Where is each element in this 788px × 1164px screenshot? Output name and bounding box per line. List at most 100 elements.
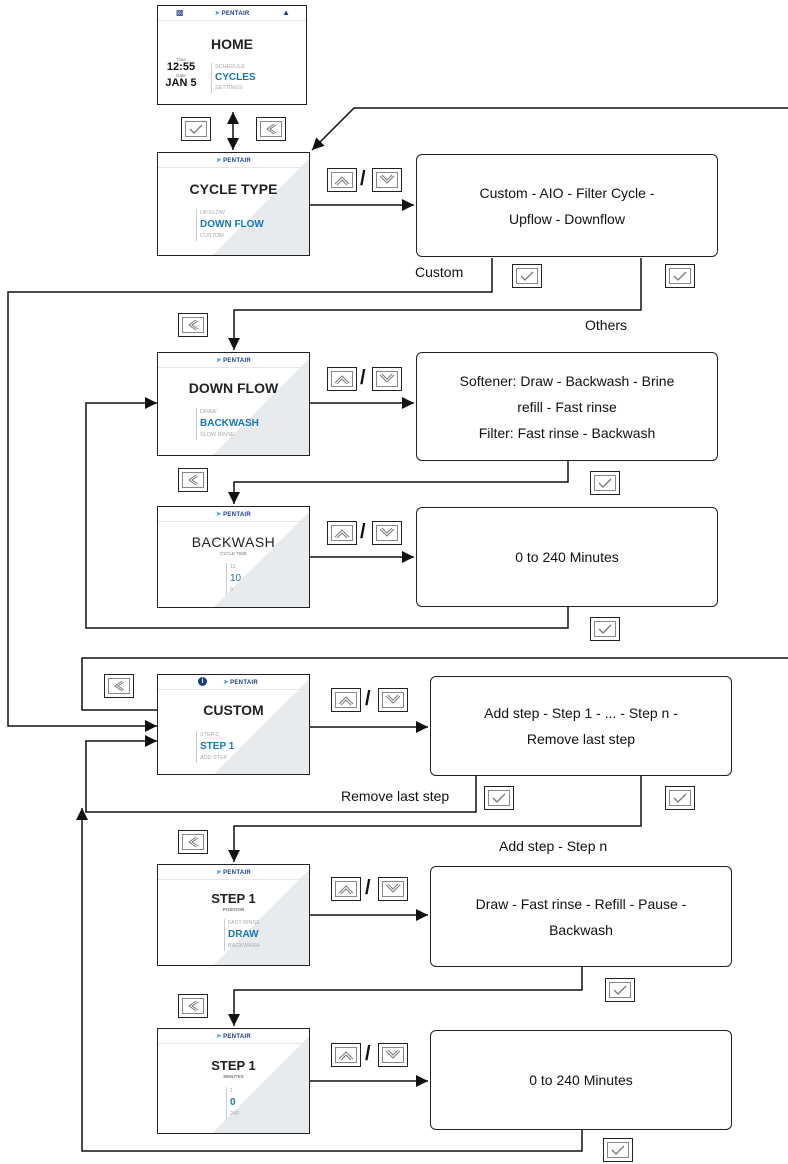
menu-item-settings[interactable]: SETTINGS	[215, 85, 243, 91]
screen-title: STEP 1	[211, 1058, 256, 1073]
brand-logo: ➤PENTAIR	[215, 157, 252, 164]
cycle-type-menu: UP FLOW DOWN FLOW CUSTOM	[196, 209, 264, 241]
up-button[interactable]	[327, 168, 357, 192]
minutes-picker: 1 0 240	[226, 1087, 239, 1119]
screen-title: HOME	[211, 36, 253, 52]
picker-value-selected[interactable]: 0	[230, 1097, 236, 1108]
up-chevron-icon	[334, 529, 350, 539]
confirm-button[interactable]	[603, 1138, 633, 1162]
up-button[interactable]	[327, 367, 357, 391]
back-button[interactable]	[178, 468, 208, 492]
up-chevron-icon	[338, 885, 354, 895]
status-bar: ➤PENTAIR	[158, 153, 309, 168]
date-label: Date	[176, 73, 186, 78]
picker-value-below[interactable]: 9	[230, 587, 234, 593]
down-button[interactable]	[378, 1043, 408, 1067]
up-button[interactable]	[331, 877, 361, 901]
info-icon: i	[198, 677, 207, 686]
check-icon	[189, 124, 203, 134]
confirm-button[interactable]	[484, 786, 514, 810]
time-value: 12:55	[166, 61, 196, 73]
menu-item-custom[interactable]: CUSTOM	[200, 233, 224, 239]
menu-item-schedule[interactable]: SCHEDULE	[215, 64, 245, 70]
status-bar: ➤PENTAIR	[158, 353, 309, 368]
menu-item-draw[interactable]: DRAW	[200, 409, 217, 415]
menu-item-backwash[interactable]: BACKWASH	[228, 943, 260, 949]
picker-value-below[interactable]: 240	[230, 1111, 240, 1117]
position-menu: FAST RINSE DRAW BACKWASH	[224, 919, 260, 951]
down-button[interactable]	[378, 688, 408, 712]
status-bar: ➤PENTAIR	[158, 1029, 309, 1044]
backwash-range-box: 0 to 240 Minutes	[416, 507, 718, 607]
down-button[interactable]	[372, 521, 402, 545]
back-button[interactable]	[178, 994, 208, 1018]
menu-item-step-2[interactable]: STEP 2	[200, 732, 219, 738]
menu-item-draw[interactable]: DRAW	[228, 929, 259, 940]
picker-value-above[interactable]: 11	[230, 564, 236, 570]
down-button[interactable]	[372, 168, 402, 192]
back-chevron-icon	[188, 319, 199, 331]
logo-icon: ➤	[215, 357, 223, 364]
menu-item-slow-rinse[interactable]: SLOW RINSE	[200, 432, 235, 438]
check-icon	[520, 271, 534, 281]
back-chevron-icon	[114, 680, 125, 692]
down-chevron-icon	[385, 1049, 401, 1059]
status-bar: i ➤PENTAIR	[158, 675, 309, 690]
menu-item-down-flow[interactable]: DOWN FLOW	[200, 219, 264, 230]
cycle-time-picker: 11 10 9	[226, 563, 241, 595]
branch-label-remove-last-step: Remove last step	[341, 788, 450, 804]
logo-icon: ➤	[222, 679, 230, 686]
back-chevron-icon	[188, 1000, 199, 1012]
up-button[interactable]	[331, 688, 361, 712]
brand-logo: ➤PENTAIR	[214, 10, 250, 17]
check-icon	[673, 793, 687, 803]
down-button[interactable]	[372, 367, 402, 391]
check-icon	[673, 271, 687, 281]
menu-item-up-flow[interactable]: UP FLOW	[200, 210, 225, 216]
branch-label-others: Others	[585, 317, 628, 333]
back-chevron-icon	[188, 836, 199, 848]
check-icon	[492, 793, 506, 803]
picker-value-selected[interactable]: 10	[230, 573, 242, 584]
brand-logo: ➤PENTAIR	[215, 511, 252, 518]
home-screen: ▩ ➤PENTAIR ▲ HOME Time 12:55 Date JAN 5 …	[157, 5, 307, 105]
down-chevron-icon	[385, 883, 401, 893]
step1-minutes-screen: ➤PENTAIR STEP 1 MINUTES 1 0 240	[157, 1028, 310, 1134]
logo-icon: ➤	[215, 157, 223, 164]
confirm-button[interactable]	[590, 617, 620, 641]
menu-item-backwash[interactable]: BACKWASH	[200, 418, 259, 429]
confirm-button[interactable]	[605, 978, 635, 1002]
confirm-button[interactable]	[665, 264, 695, 288]
back-chevron-icon	[266, 123, 277, 135]
down-flow-screen: ➤PENTAIR DOWN FLOW DRAW BACKWASH SLOW RI…	[157, 352, 310, 456]
separator: /	[365, 877, 371, 899]
back-button[interactable]	[178, 830, 208, 854]
branch-label-custom: Custom	[415, 264, 464, 280]
menu-item-cycles[interactable]: CYCLES	[215, 72, 256, 83]
brand-logo: ➤PENTAIR	[215, 357, 252, 364]
check-icon	[613, 985, 627, 995]
custom-screen: i ➤PENTAIR CUSTOM STEP 2 STEP 1 ADD STEP	[157, 674, 310, 775]
back-button[interactable]	[104, 674, 134, 698]
menu-item-step-1[interactable]: STEP 1	[200, 741, 235, 752]
menu-item-fast-rinse[interactable]: FAST RINSE	[228, 920, 260, 926]
lock-icon: ▩	[176, 8, 184, 17]
back-button[interactable]	[256, 117, 286, 141]
picker-value-above[interactable]: 1	[230, 1088, 234, 1094]
confirm-button[interactable]	[665, 786, 695, 810]
confirm-button[interactable]	[181, 117, 211, 141]
screen-subtitle: CYCLE TIME	[220, 551, 247, 556]
confirm-button[interactable]	[512, 264, 542, 288]
up-button[interactable]	[327, 521, 357, 545]
back-button[interactable]	[178, 313, 208, 337]
down-button[interactable]	[378, 877, 408, 901]
up-button[interactable]	[331, 1043, 361, 1067]
back-chevron-icon	[188, 474, 199, 486]
screen-title: CYCLE TYPE	[189, 181, 278, 197]
menu-item-add-step[interactable]: ADD STEP	[200, 755, 228, 761]
position-options-box: Draw - Fast rinse - Refill - Pause -Back…	[430, 866, 732, 967]
confirm-button[interactable]	[590, 471, 620, 495]
status-bar: ▩ ➤PENTAIR ▲	[158, 6, 306, 21]
